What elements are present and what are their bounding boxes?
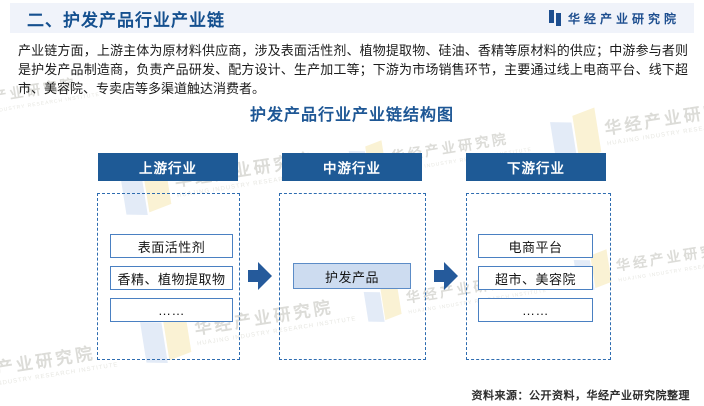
upstream-item-surfactant: 表面活性剂 xyxy=(110,234,233,258)
flow-arrow-midstream-to-downstream xyxy=(434,262,458,290)
upstream-item-fragrance-extracts: 香精、植物提取物 xyxy=(110,266,233,290)
upstream-item-ellipsis: …… xyxy=(110,298,233,322)
downstream-item-ellipsis: …… xyxy=(478,298,593,322)
midstream-header-box: 中游行业 xyxy=(282,153,422,181)
section-title-bar: 二、护发产品行业产业链 华经产业研究院 xyxy=(10,3,694,33)
downstream-item-ecommerce: 电商平台 xyxy=(478,234,593,258)
downstream-item-supermarket-salon: 超市、美容院 xyxy=(478,266,593,290)
brand-logo: 华经产业研究院 xyxy=(548,10,680,27)
downstream-header-box: 下游行业 xyxy=(466,153,606,181)
flow-arrow-upstream-to-midstream xyxy=(248,262,272,290)
midstream-group-box xyxy=(279,193,426,360)
brand-logo-text: 华经产业研究院 xyxy=(567,11,680,26)
midstream-item-haircare-product: 护发产品 xyxy=(293,263,411,289)
brand-logo-icon xyxy=(548,10,561,26)
upstream-header-box: 上游行业 xyxy=(98,153,238,181)
intro-paragraph: 产业链方面，上游主体为原材料供应商，涉及表面活性剂、植物提取物、硅油、香精等原材… xyxy=(18,43,688,96)
source-note: 资料来源：公开资料，华经产业研究院整理 xyxy=(471,390,690,402)
diagram-title: 护发产品行业产业链结构图 xyxy=(249,107,454,124)
section-title: 二、护发产品行业产业链 xyxy=(27,10,225,30)
